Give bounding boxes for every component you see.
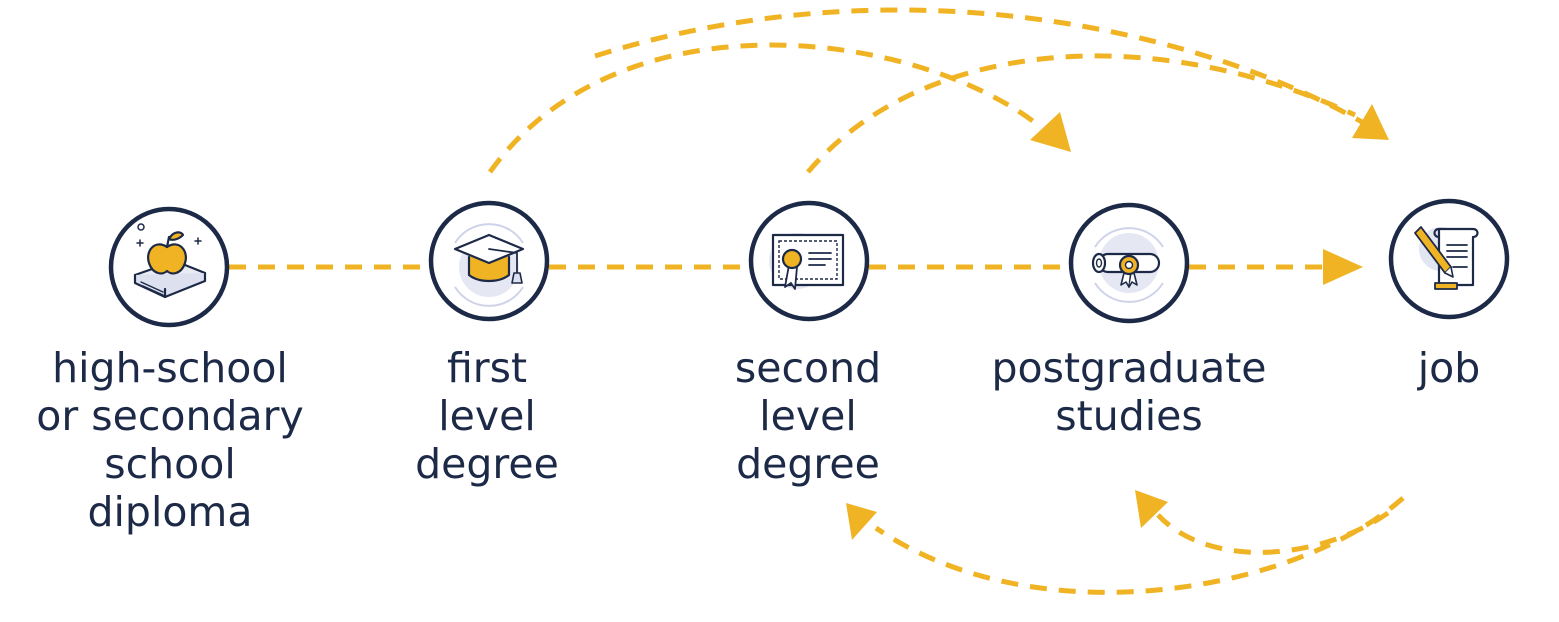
edge-second-level-to-job xyxy=(806,53,1357,174)
label-line: level xyxy=(438,392,536,440)
label-line: second xyxy=(734,344,882,392)
edge-first-level-to-job xyxy=(594,7,1389,140)
label-line: degree xyxy=(415,440,559,488)
label-line: high-school xyxy=(52,344,288,392)
node-postgraduate xyxy=(1068,202,1190,324)
node-label-second-level: second level degree xyxy=(648,344,968,488)
edges-layer xyxy=(229,7,1405,595)
edge-line xyxy=(806,53,1357,174)
arrowhead xyxy=(846,503,877,540)
edge-first-level-to-postgraduate xyxy=(487,42,1071,174)
node-second-level xyxy=(748,200,870,322)
edge-line xyxy=(874,496,1405,595)
node-job xyxy=(1388,198,1510,320)
certificate-icon xyxy=(769,233,845,290)
label-line: postgraduate xyxy=(991,344,1267,392)
label-line: job xyxy=(1417,344,1481,392)
edge-job-to-second-level xyxy=(846,496,1405,595)
label-line: level xyxy=(759,392,857,440)
contract-signing-icon xyxy=(1414,226,1479,290)
arrowhead xyxy=(1323,249,1363,285)
edge-line xyxy=(487,42,1044,174)
label-line: or secondary xyxy=(36,392,304,440)
node-label-job: job xyxy=(1289,344,1559,392)
edge-line xyxy=(594,7,1364,125)
edge-line xyxy=(1156,510,1390,555)
node-label-postgraduate: postgraduate studies xyxy=(969,344,1289,440)
node-first-level xyxy=(428,200,550,322)
label-line: diploma xyxy=(87,488,253,536)
label-line: school xyxy=(104,440,236,488)
arrowhead xyxy=(1135,490,1168,528)
node-label-first-level: first level degree xyxy=(327,344,647,488)
arrowhead xyxy=(1352,104,1389,140)
label-line: first xyxy=(446,344,528,392)
node-label-high-school: high-school or secondary school diploma xyxy=(10,344,330,536)
label-line: studies xyxy=(1055,392,1203,440)
edge-job-to-postgraduate xyxy=(1135,490,1390,555)
node-high-school xyxy=(108,206,230,328)
arrowhead xyxy=(1030,112,1071,152)
graduation-cap-icon xyxy=(453,223,525,307)
label-line: degree xyxy=(736,440,880,488)
apple-on-book-icon xyxy=(133,223,207,299)
nodes-layer xyxy=(108,198,1510,328)
diploma-scroll-icon xyxy=(1091,227,1164,303)
edge-postgraduate-to-job xyxy=(1189,249,1363,285)
